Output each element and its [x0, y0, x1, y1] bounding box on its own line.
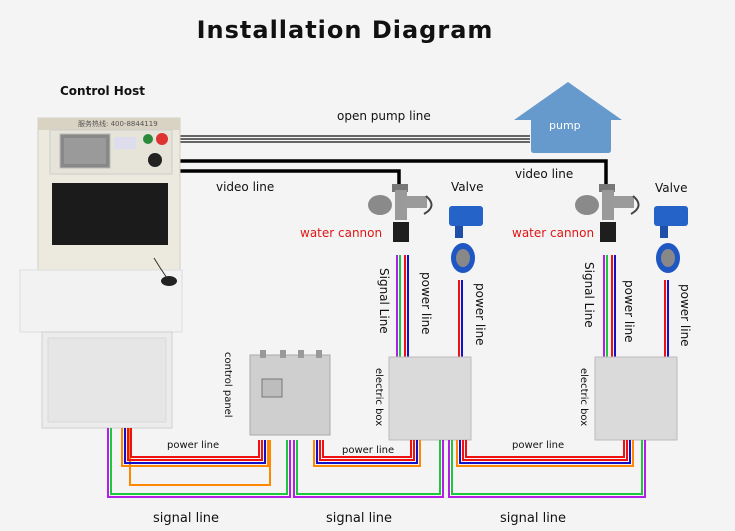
power-line-valve-2-label: power line [678, 284, 692, 347]
video-line-1-wire [180, 169, 401, 185]
video-line-1-label: video line [216, 180, 275, 194]
electric-box-2-image [594, 356, 678, 441]
cannon-2-wires [603, 255, 616, 358]
signal-line-cannon-2-label: Signal Line [582, 262, 596, 328]
open-pump-line-label: open pump line [337, 109, 431, 123]
video-line-2-wire [180, 159, 608, 185]
signal-line-bottom-1-label: signal line [153, 511, 220, 526]
water-cannon-2-label: water cannon [512, 226, 595, 240]
power-wires-1 [121, 428, 271, 486]
power-line-valve-1-label: power line [473, 283, 487, 346]
control-host-label: Control Host [60, 84, 145, 98]
pump-label: pump [549, 119, 581, 132]
power-line-bottom-1-label: power line [167, 440, 220, 451]
valve-2-image [654, 206, 688, 273]
power-wires-3 [456, 440, 634, 467]
cannon-1-wires [396, 255, 409, 358]
signal-wires-1 [107, 428, 291, 498]
pump-shape [514, 82, 622, 153]
water-cannon-1-label: water cannon [300, 226, 383, 240]
valve-1-image [449, 206, 483, 273]
signal-line-cannon-1-label: Signal Line [377, 268, 391, 334]
water-cannon-1-image [368, 184, 433, 242]
valve-1-label: Valve [451, 180, 484, 194]
signal-line-bottom-2-label: signal line [326, 511, 393, 526]
electric-box-2-label: electric box [578, 368, 589, 427]
valve-1-wires [458, 280, 463, 358]
power-line-cannon-1-label: power line [419, 272, 433, 335]
power-line-bottom-3-label: power line [512, 440, 565, 451]
diagram-title: Installation Diagram [196, 16, 494, 44]
signal-wires-2 [293, 440, 444, 498]
signal-line-bottom-3-label: signal line [500, 511, 567, 526]
video-line-2-label: video line [515, 167, 574, 181]
control-host-hotline: 服务热线: 400-8844119 [78, 120, 158, 128]
control-panel-image [249, 350, 331, 436]
control-host-image [19, 117, 183, 429]
electric-box-1-image [388, 356, 472, 441]
electric-box-1-label: electric box [373, 368, 384, 427]
water-cannon-2-image [575, 184, 640, 242]
power-wires-2 [313, 440, 421, 467]
valve-2-wires [664, 280, 669, 358]
open-pump-line-wires [180, 135, 530, 143]
valve-2-label: Valve [655, 181, 688, 195]
signal-wires-3 [448, 440, 646, 498]
power-line-cannon-2-label: power line [622, 280, 636, 343]
control-panel-label: control panel [222, 352, 233, 418]
power-line-bottom-2-label: power line [342, 445, 395, 456]
